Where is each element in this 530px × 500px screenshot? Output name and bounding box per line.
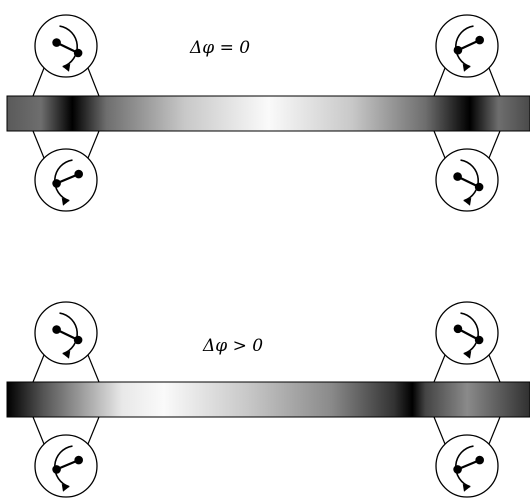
rotation-arrow-icon xyxy=(53,159,73,202)
intensity-strip-in-phase xyxy=(6,95,530,132)
rotor-dot xyxy=(453,45,463,55)
rotor-dot xyxy=(52,325,61,334)
intensity-strip-phase-shift xyxy=(6,381,530,418)
rotor-dot xyxy=(52,179,61,188)
rotor-in-phase-top-right xyxy=(433,14,501,97)
rotation-arrow-icon xyxy=(460,312,480,355)
rotation-arrow-icon xyxy=(454,445,474,488)
rotation-arrow-icon xyxy=(454,25,474,68)
rotor-phase-shift-top-right xyxy=(433,301,501,383)
rotation-arrow-icon xyxy=(53,445,73,488)
rotor-in-phase-top-left xyxy=(32,14,100,97)
rotation-arrow-icon xyxy=(460,159,480,202)
rotor-dot xyxy=(74,455,83,465)
rotor-phase-shift-top-left xyxy=(32,301,100,383)
rotor-dot xyxy=(453,172,462,181)
panel-label-in-phase: Δφ = 0 xyxy=(189,38,250,58)
rotor-dot xyxy=(453,324,463,334)
panel-label-phase-shift: Δφ > 0 xyxy=(202,336,263,356)
rotor-dot xyxy=(52,38,61,47)
rotor-dot xyxy=(453,465,462,474)
rotor-phase-shift-bottom-right xyxy=(433,416,501,498)
rotor-dot xyxy=(475,455,484,465)
rotor-dot xyxy=(475,35,484,45)
rotation-arrow-icon xyxy=(59,312,79,355)
rotor-dot xyxy=(74,169,83,179)
rotation-arrow-icon xyxy=(59,25,79,68)
rotor-in-phase-bottom-right xyxy=(433,130,501,212)
rotor-dot xyxy=(52,465,61,474)
rotor-in-phase-bottom-left xyxy=(32,130,100,212)
rotor-phase-shift-bottom-left xyxy=(32,416,100,498)
